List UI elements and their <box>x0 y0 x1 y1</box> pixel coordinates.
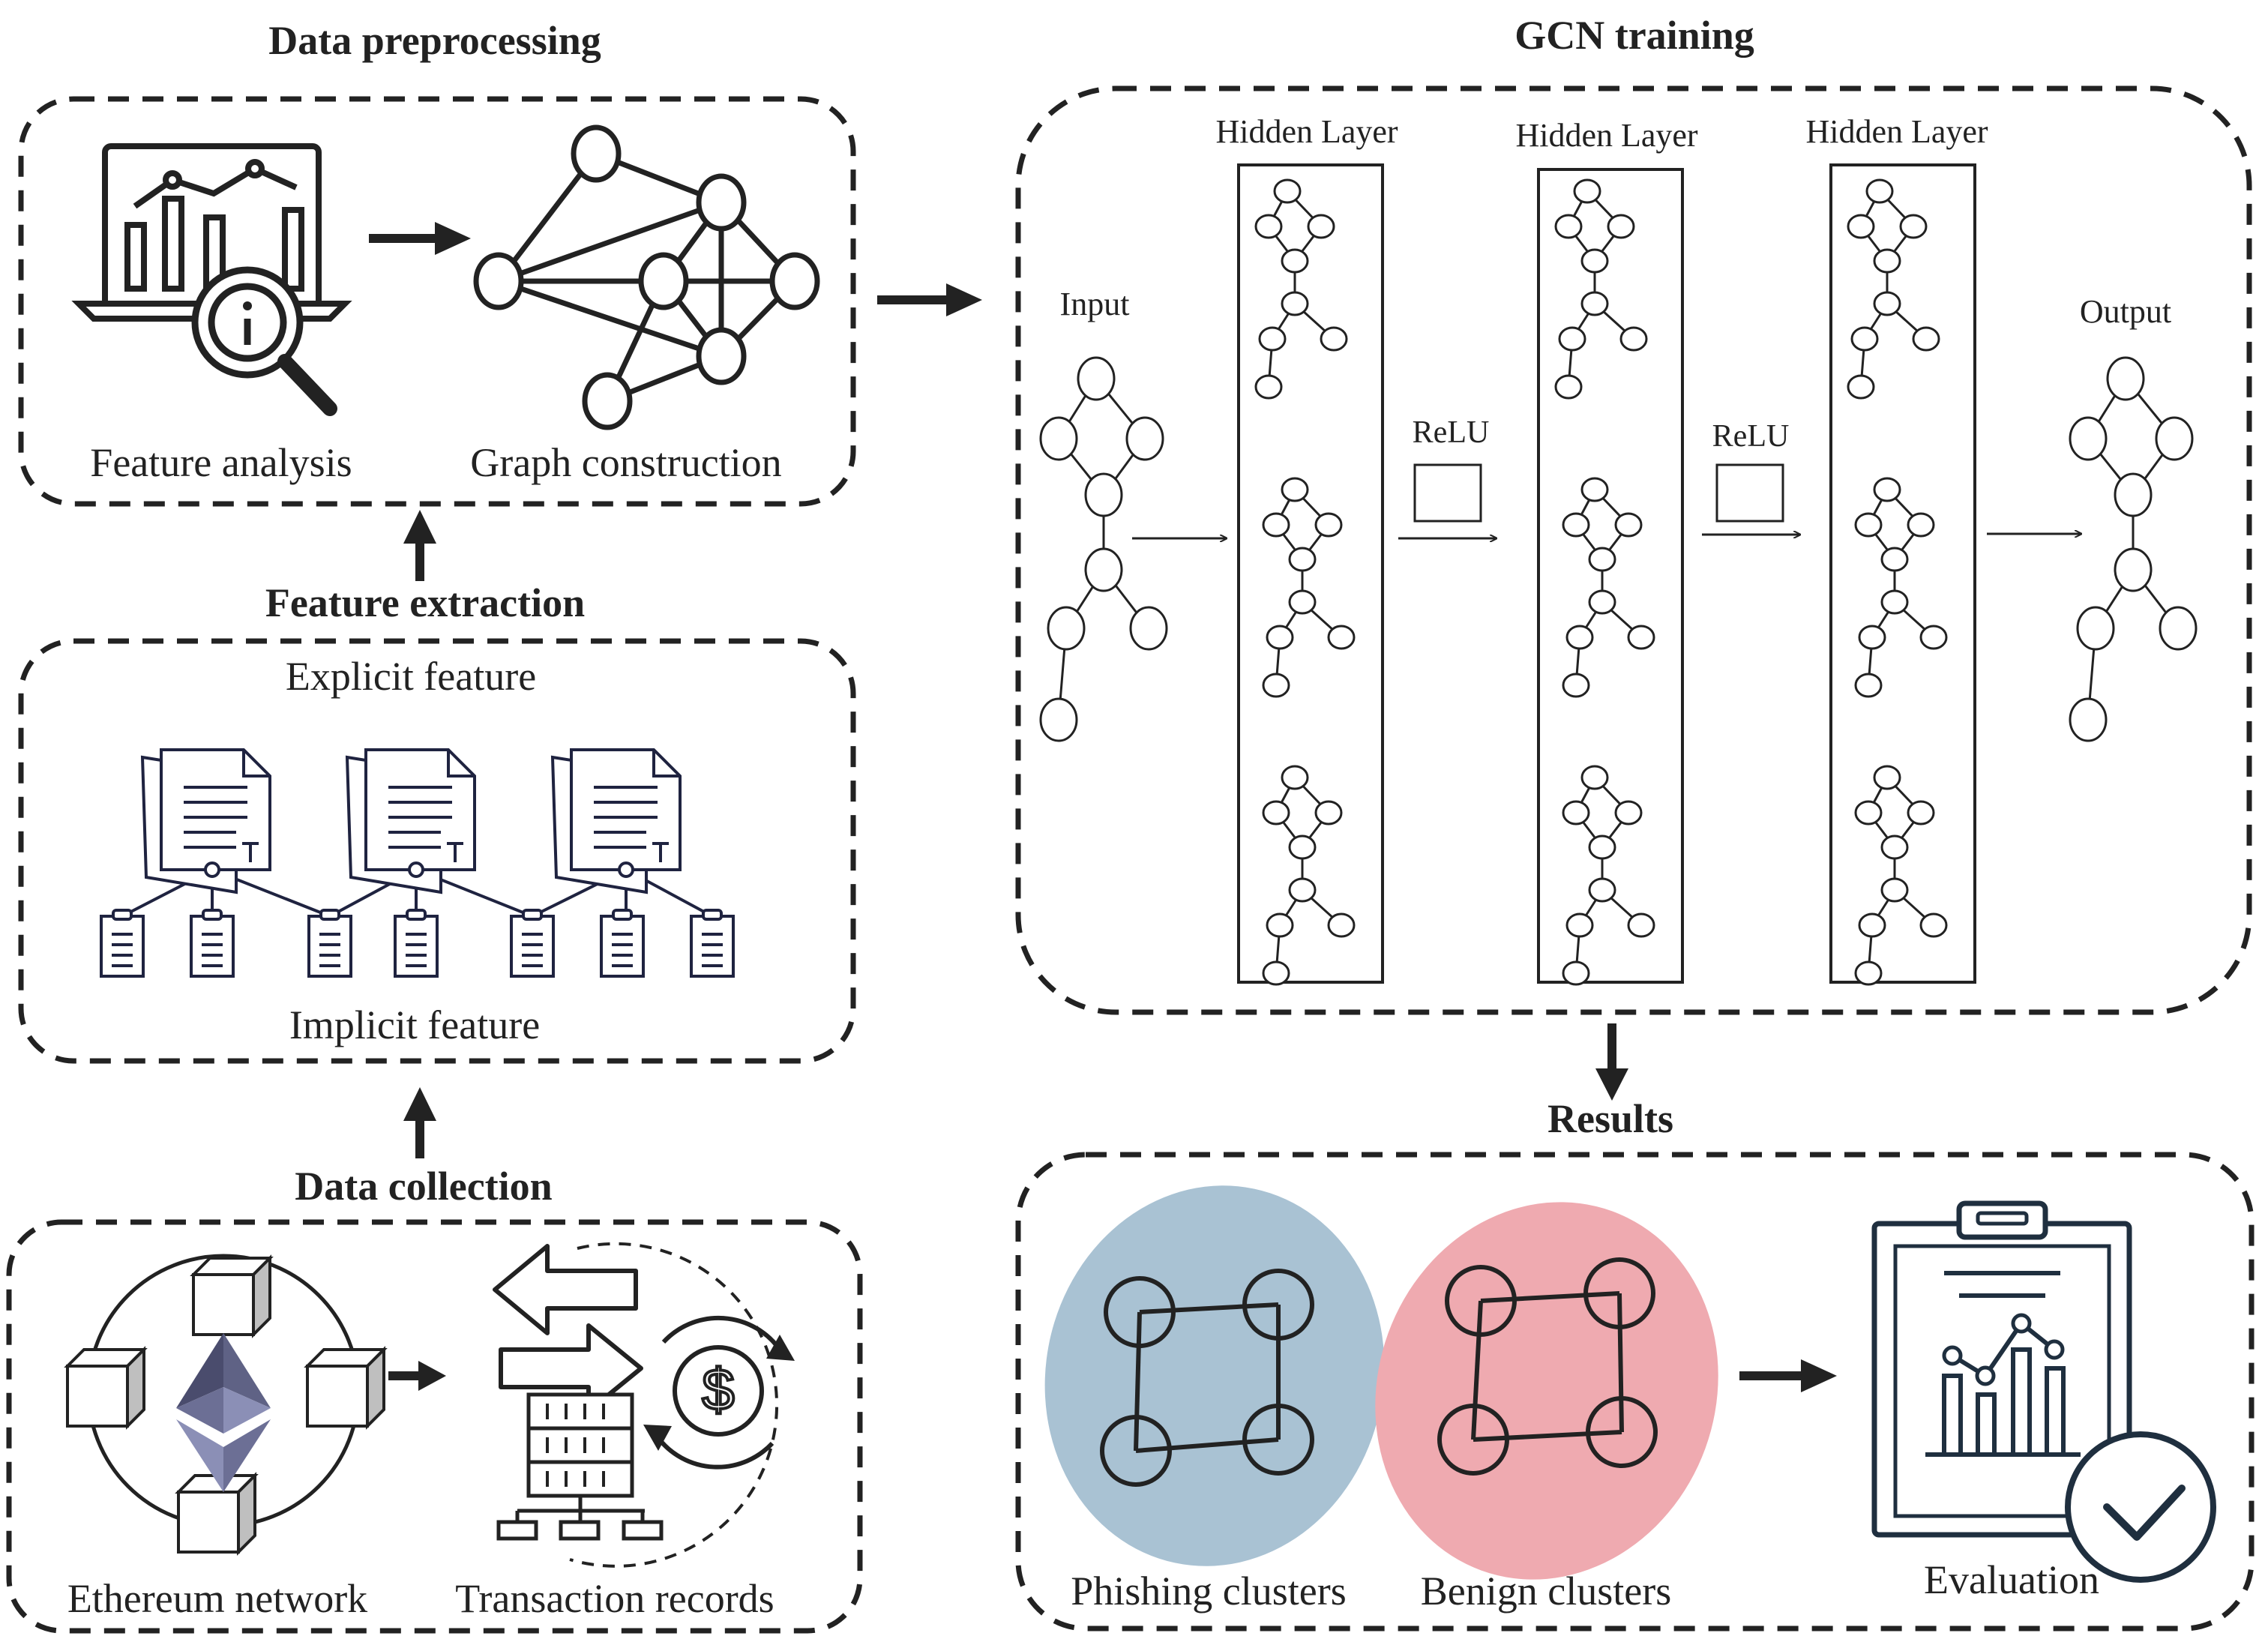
label-evaluation: Evaluation <box>1924 1557 2099 1602</box>
hidden-layer-panel-1 <box>1237 163 1384 984</box>
label-explicit-feature: Explicit feature <box>286 654 536 699</box>
label-hidden-layer-3: Hidden Layer <box>1805 113 1988 150</box>
phishing-cluster-blob <box>1044 1185 1385 1566</box>
label-phishing-clusters: Phishing clusters <box>1071 1569 1347 1614</box>
hidden-layer-panel-2 <box>1537 168 1684 984</box>
label-feature-analysis: Feature analysis <box>90 440 352 485</box>
label-benign-clusters: Benign clusters <box>1421 1569 1671 1614</box>
server-icon <box>496 1392 664 1541</box>
relu-box-1 <box>1413 463 1482 523</box>
section-title-extraction: Feature extraction <box>265 580 585 625</box>
preprocessing-box <box>18 96 856 507</box>
hidden-layer-panel-3 <box>1829 163 1976 984</box>
input-graph <box>1039 356 1168 742</box>
label-graph-construction: Graph construction <box>470 440 781 485</box>
training-box <box>1015 85 2252 1015</box>
relu-box-2 <box>1715 463 1784 523</box>
label-input: Input <box>1060 286 1130 322</box>
label-ethereum-network: Ethereum network <box>67 1576 367 1621</box>
label-hidden-layer-2: Hidden Layer <box>1515 117 1697 154</box>
section-title-collection: Data collection <box>295 1164 552 1209</box>
graph-network-icon <box>473 124 820 430</box>
label-transaction-records: Transaction records <box>455 1576 774 1621</box>
label-output: Output <box>2080 293 2171 330</box>
output-graph <box>2069 356 2198 742</box>
section-title-preprocessing: Data preprocessing <box>268 18 601 63</box>
clipboard-chart-icon <box>1871 1200 2132 1538</box>
exchange-arrows-icon <box>493 1244 643 1413</box>
section-title-results: Results <box>1547 1096 1673 1141</box>
section-title-training: GCN training <box>1514 13 1754 58</box>
benign-cluster-blob <box>1375 1202 1718 1580</box>
magnifier-info-icon <box>191 266 337 416</box>
label-hidden-layer-1: Hidden Layer <box>1215 113 1398 150</box>
document-tree-icon <box>100 748 735 978</box>
extraction-box <box>18 638 856 1064</box>
collection-box <box>6 1219 863 1634</box>
benign-cluster-graph <box>1437 1257 1658 1476</box>
check-circle-icon <box>2065 1431 2216 1583</box>
phishing-cluster-graph <box>1100 1269 1314 1487</box>
svg-text:$: $ <box>702 1356 734 1422</box>
label-relu-1: ReLU <box>1413 415 1490 450</box>
label-relu-2: ReLU <box>1712 419 1790 454</box>
dollar-cycle-icon: $ <box>643 1315 795 1470</box>
label-implicit-feature: Implicit feature <box>289 1002 540 1047</box>
ethereum-logo-icon <box>176 1333 271 1492</box>
